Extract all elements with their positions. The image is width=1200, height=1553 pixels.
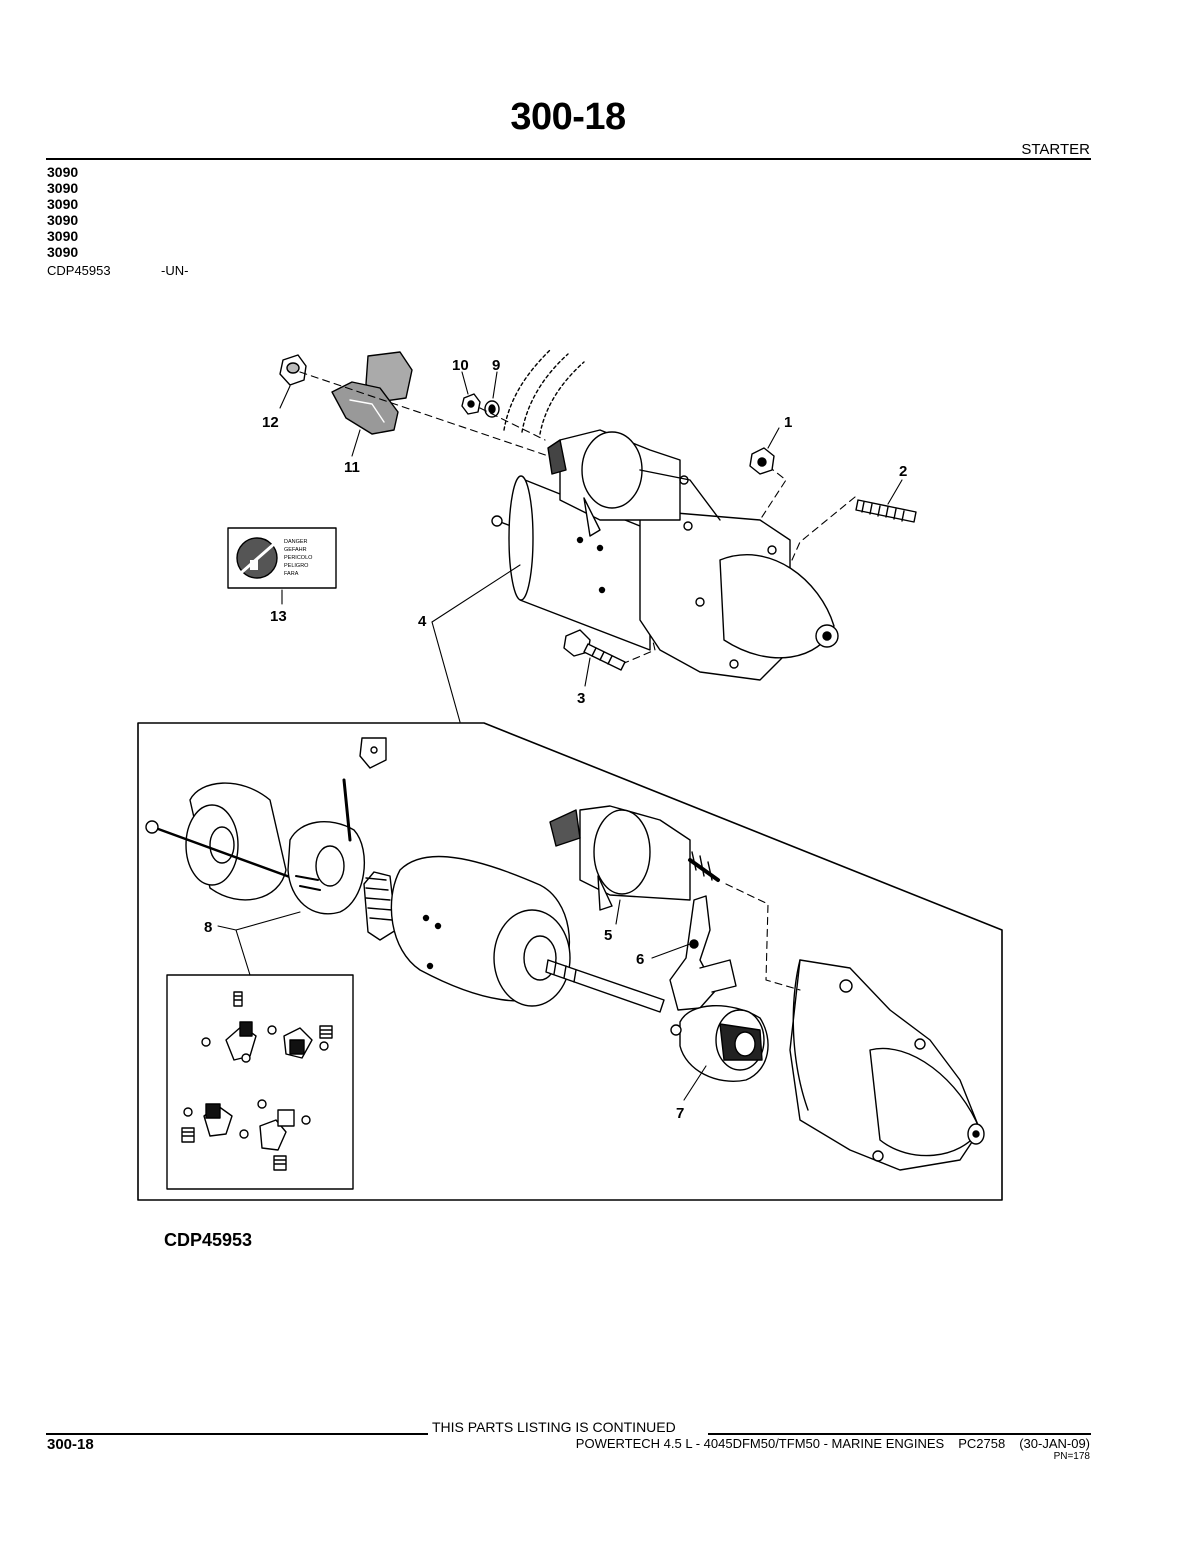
- detail-guide-lines: [725, 883, 801, 991]
- starter-motor-part-4: [491, 429, 839, 681]
- field-housing: [390, 855, 665, 1013]
- nut-part-10: [461, 393, 481, 415]
- continued-notice: THIS PARTS LISTING IS CONTINUED: [432, 1419, 676, 1435]
- warning-decal-part-13: DANGER GEFAHR PERICOLO PELIGRO FARA: [227, 527, 337, 589]
- page-title: 300-18: [510, 96, 626, 138]
- nut-part-1: [749, 447, 775, 475]
- group-code: 3090: [47, 228, 79, 244]
- callout-2: 2: [899, 463, 907, 480]
- figure-code: CDP45953: [164, 1230, 253, 1250]
- shift-lever-part-6: [669, 895, 737, 1011]
- manual-date: (30-JAN-09): [1019, 1436, 1090, 1451]
- footer-rule-left: [46, 1433, 428, 1435]
- washer-part-9: [484, 400, 500, 418]
- callout-12: 12: [262, 414, 279, 431]
- callout-4: 4: [418, 613, 427, 630]
- brush-components: [181, 991, 333, 1171]
- brush-detail-inset: [166, 974, 354, 1190]
- footer-manual-info: POWERTECH 4.5 L - 4045DFM50/TFM50 - MARI…: [562, 1436, 1090, 1451]
- callout-10: 10: [452, 357, 469, 374]
- page-pn: PN=178: [1053, 1451, 1090, 1462]
- group-code: 3090: [47, 244, 79, 260]
- callout-3: 3: [577, 690, 585, 707]
- reference-suffix: -UN-: [161, 263, 189, 278]
- warning-label-line: FARA: [284, 571, 299, 577]
- reference-code: CDP45953: [47, 263, 111, 278]
- bolt-part-3: [563, 629, 626, 671]
- drive-pinion-part-7: [670, 1005, 769, 1082]
- detail-callout-leaders: [217, 899, 707, 1101]
- detail-frame: [137, 722, 1003, 1201]
- page-number: 300-18: [47, 1436, 94, 1453]
- group-codes: 3090 3090 3090 3090 3090 3090: [47, 164, 78, 260]
- pc-number: PC2758: [958, 1436, 1006, 1451]
- mounting-guide-lines: [299, 371, 856, 665]
- callout-5: 5: [604, 927, 612, 944]
- brush-plate-part-8: [287, 737, 387, 915]
- warning-label-line: DANGER: [284, 539, 308, 545]
- drive-housing: [789, 959, 985, 1171]
- solenoid-part-5: [549, 805, 720, 911]
- header-divider: [46, 158, 1091, 160]
- callout-leaders: [279, 371, 903, 723]
- callout-8: 8: [204, 919, 212, 936]
- callout-6: 6: [636, 951, 644, 968]
- callout-7: 7: [676, 1105, 684, 1122]
- end-cover: [145, 782, 322, 901]
- manual-title: POWERTECH 4.5 L - 4045DFM50/TFM50 - MARI…: [575, 1436, 945, 1451]
- group-code: 3090: [47, 164, 79, 180]
- nut-part-12: [279, 354, 307, 386]
- callout-9: 9: [492, 357, 500, 374]
- callout-11: 11: [344, 459, 360, 476]
- group-code: 3090: [47, 196, 79, 212]
- warning-label-line: GEFAHR: [284, 547, 307, 553]
- footer-rule-right: [708, 1433, 1091, 1435]
- warning-label-line: PELIGRO: [284, 563, 309, 569]
- starter-cable: [503, 349, 585, 435]
- section-name: STARTER: [1021, 141, 1090, 158]
- stud-part-2: [855, 499, 917, 523]
- warning-label-line: PERICOLO: [284, 555, 313, 561]
- group-code: 3090: [47, 180, 79, 196]
- illustration-reference: CDP45953 -UN-: [47, 263, 188, 278]
- callout-1: 1: [784, 414, 792, 431]
- callout-13: 13: [270, 608, 287, 625]
- group-code: 3090: [47, 212, 79, 228]
- boot-part-11: [331, 351, 413, 435]
